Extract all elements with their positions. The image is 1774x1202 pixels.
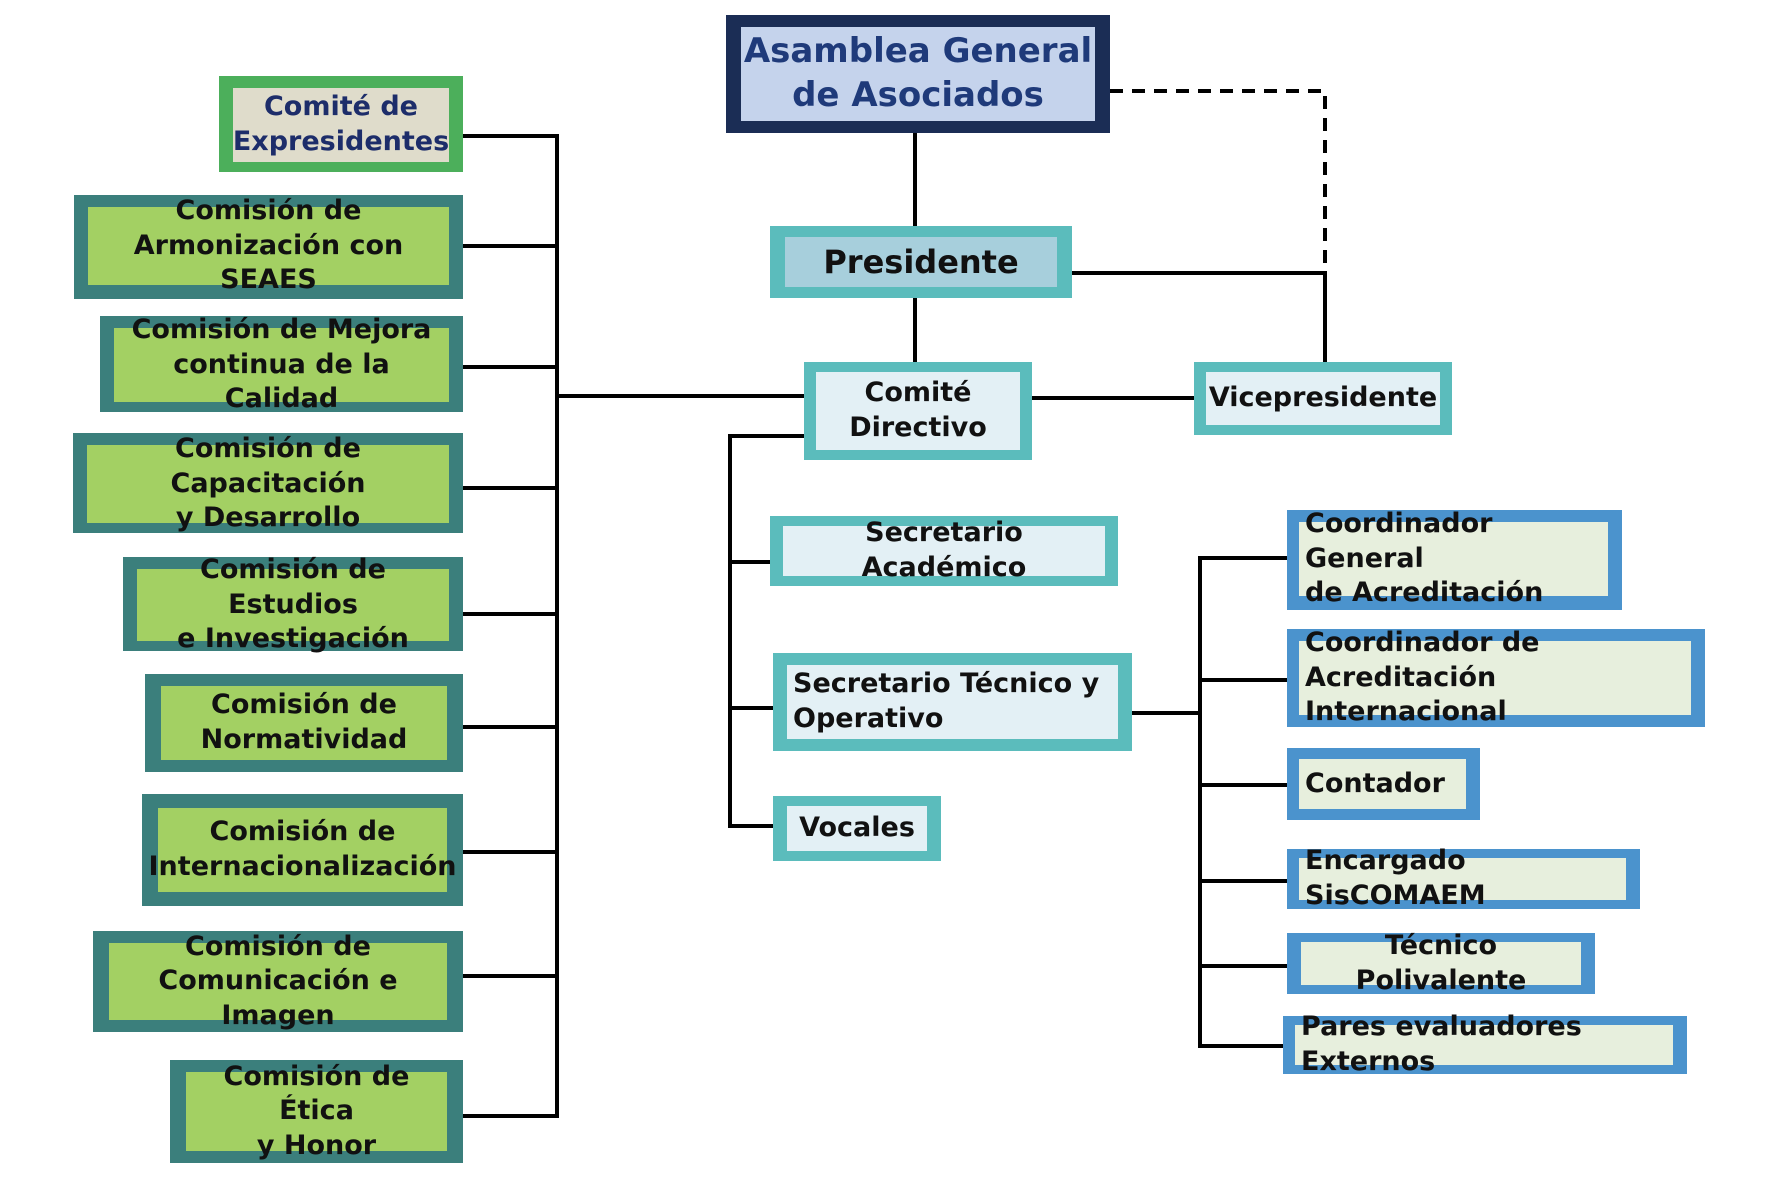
committee-9-line-2: y Honor <box>256 1129 377 1161</box>
staff-5-label: Técnico Polivalente <box>1355 929 1527 996</box>
committee-6-line-2: Normatividad <box>200 724 408 755</box>
staff-4-label: Encargado SisCOMAEM <box>1305 845 1486 911</box>
committee-1-line-2: Expresidentes <box>232 126 450 157</box>
secretario-academico-node: Secretario Académico <box>770 516 1118 586</box>
staff-1-line-2: de Acreditación <box>1305 577 1544 609</box>
committee-8-line-2: Comunicación e Imagen <box>158 965 398 1031</box>
comite-directivo-line-1: Comité <box>864 377 972 409</box>
committee-5-line-1: Comisión de Estudios <box>200 554 386 620</box>
committee-capacitacion-desarrollo: Comisión de Capacitación y Desarrollo <box>73 433 463 533</box>
staff-2-line-1: Coordinador de Acreditación <box>1305 627 1540 693</box>
committee-etica-honor: Comisión de Ética y Honor <box>170 1060 463 1163</box>
comite-directivo-line-2: Directivo <box>849 412 987 443</box>
committee-armonizacion-seaes: Comisión de Armonización con SEAES <box>74 195 463 299</box>
staff-2-line-2: Internacional <box>1305 696 1507 728</box>
committee-8-line-1: Comisión de <box>185 930 371 962</box>
secretario-academico-label: Secretario Académico <box>861 517 1027 583</box>
dashed-line-asamblea-vicepresidente <box>1110 89 1327 272</box>
committee-4-line-2: y Desarrollo <box>175 502 361 534</box>
committee-7-line-2: Internacionalización <box>148 851 457 882</box>
committee-mejora-continua: Comisión de Mejora continua de la Calida… <box>100 314 463 414</box>
line-secretaries-spine <box>728 434 806 828</box>
committee-normatividad: Comisión de Normatividad <box>145 674 463 772</box>
comite-directivo-node: Comité Directivo <box>804 362 1032 460</box>
presidente-label: Presidente <box>823 242 1019 281</box>
committee-expresidentes: Comité de Expresidentes <box>219 76 463 172</box>
committee-2-line-1: Comisión de <box>175 195 362 227</box>
committee-comunicacion-imagen: Comisión de Comunicación e Imagen <box>93 931 463 1032</box>
committee-3-line-1: Comisión de Mejora <box>131 314 432 346</box>
vocales-node: Vocales <box>773 796 941 861</box>
staff-coordinador-internacional: Coordinador de Acreditación Internaciona… <box>1287 627 1705 728</box>
secretario-tecnico-node: Secretario Técnico y Operativo <box>773 653 1132 751</box>
secretario-tecnico-line-1: Secretario Técnico y <box>793 668 1100 700</box>
vicepresidente-label: Vicepresidente <box>1208 382 1438 414</box>
committee-estudios-investigacion: Comisión de Estudios e Investigación <box>123 554 463 654</box>
committee-3-line-2: continua de la Calidad <box>173 348 390 415</box>
committee-5-line-2: e Investigación <box>177 623 409 655</box>
secretario-tecnico-line-2: Operativo <box>793 703 944 734</box>
committee-9-line-1: Comisión de Ética <box>223 1060 410 1127</box>
staff-1-line-1: Coordinador General <box>1305 508 1493 574</box>
committee-1-line-1: Comité de <box>263 91 418 123</box>
committee-internacionalizacion: Comisión de Internacionalización <box>142 794 463 906</box>
vicepresidente-node: Vicepresidente <box>1194 362 1452 435</box>
asamblea-line-1: Asamblea General <box>743 31 1093 72</box>
staff-pares-evaluadores: Pares evaluadores Externos <box>1283 1011 1687 1077</box>
vocales-label: Vocales <box>799 812 915 844</box>
staff-contador: Contador <box>1287 748 1480 820</box>
asamblea-line-2: de Asociados <box>792 75 1044 115</box>
staff-encargado-siscomaem: Encargado SisCOMAEM <box>1287 845 1640 911</box>
committee-7-line-1: Comisión de <box>209 816 396 848</box>
staff-tecnico-polivalente: Técnico Polivalente <box>1287 930 1595 996</box>
staff-coordinador-general: Coordinador General de Acreditación <box>1287 508 1622 610</box>
presidente-node: Presidente <box>770 226 1072 298</box>
staff-3-label: Contador <box>1305 767 1445 799</box>
committee-4-line-1: Comisión de Capacitación <box>170 433 366 499</box>
staff-6-label: Pares evaluadores Externos <box>1301 1011 1582 1077</box>
asamblea-general-node: Asamblea General de Asociados <box>726 15 1110 133</box>
committee-2-line-2: Armonización con SEAES <box>133 229 404 296</box>
committee-6-line-1: Comisión de <box>211 689 397 721</box>
line-presidente-vicepresidente <box>1070 271 1327 368</box>
